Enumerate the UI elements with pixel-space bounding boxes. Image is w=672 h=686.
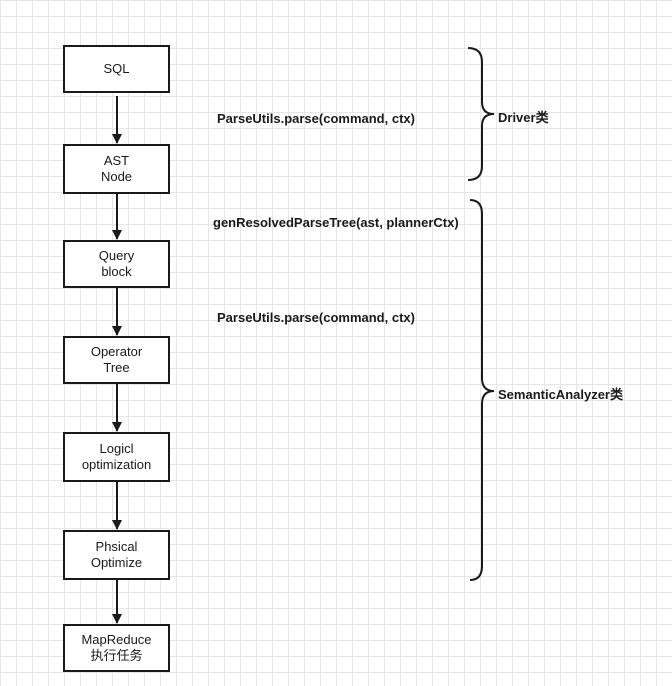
step-box-mapreduce: MapReduce 执行任务 [63, 624, 170, 672]
step-box-sql: SQL [63, 45, 170, 93]
method-label-parse-1: ParseUtils.parse(command, ctx) [217, 111, 415, 126]
step-label-ast-node: AST Node [100, 153, 133, 184]
step-label-sql: SQL [103, 61, 130, 76]
driver-brace [467, 47, 495, 181]
step-box-logical-optimization: Logicl optimization [63, 432, 170, 482]
step-box-physical-optimize: Phsical Optimize [63, 530, 170, 580]
group-label-semantic-analyzer: SemanticAnalyzer类 [498, 387, 623, 402]
step-box-ast-node: AST Node [63, 144, 170, 194]
step-label-operator-tree: Operator Tree [90, 344, 143, 375]
method-label-parse-2: ParseUtils.parse(command, ctx) [217, 310, 415, 325]
group-label-driver: Driver类 [498, 110, 549, 125]
semantic-analyzer-brace [469, 199, 495, 581]
step-label-logical-optimization: Logicl optimization [81, 441, 152, 472]
step-box-operator-tree: Operator Tree [63, 336, 170, 384]
step-box-query-block: Query block [63, 240, 170, 288]
step-label-query-block: Query block [98, 248, 135, 279]
step-label-physical-optimize: Phsical Optimize [90, 539, 143, 570]
method-label-gen-resolved-parse-tree: genResolvedParseTree(ast, plannerCtx) [213, 215, 459, 230]
step-label-mapreduce: MapReduce 执行任务 [81, 632, 152, 663]
